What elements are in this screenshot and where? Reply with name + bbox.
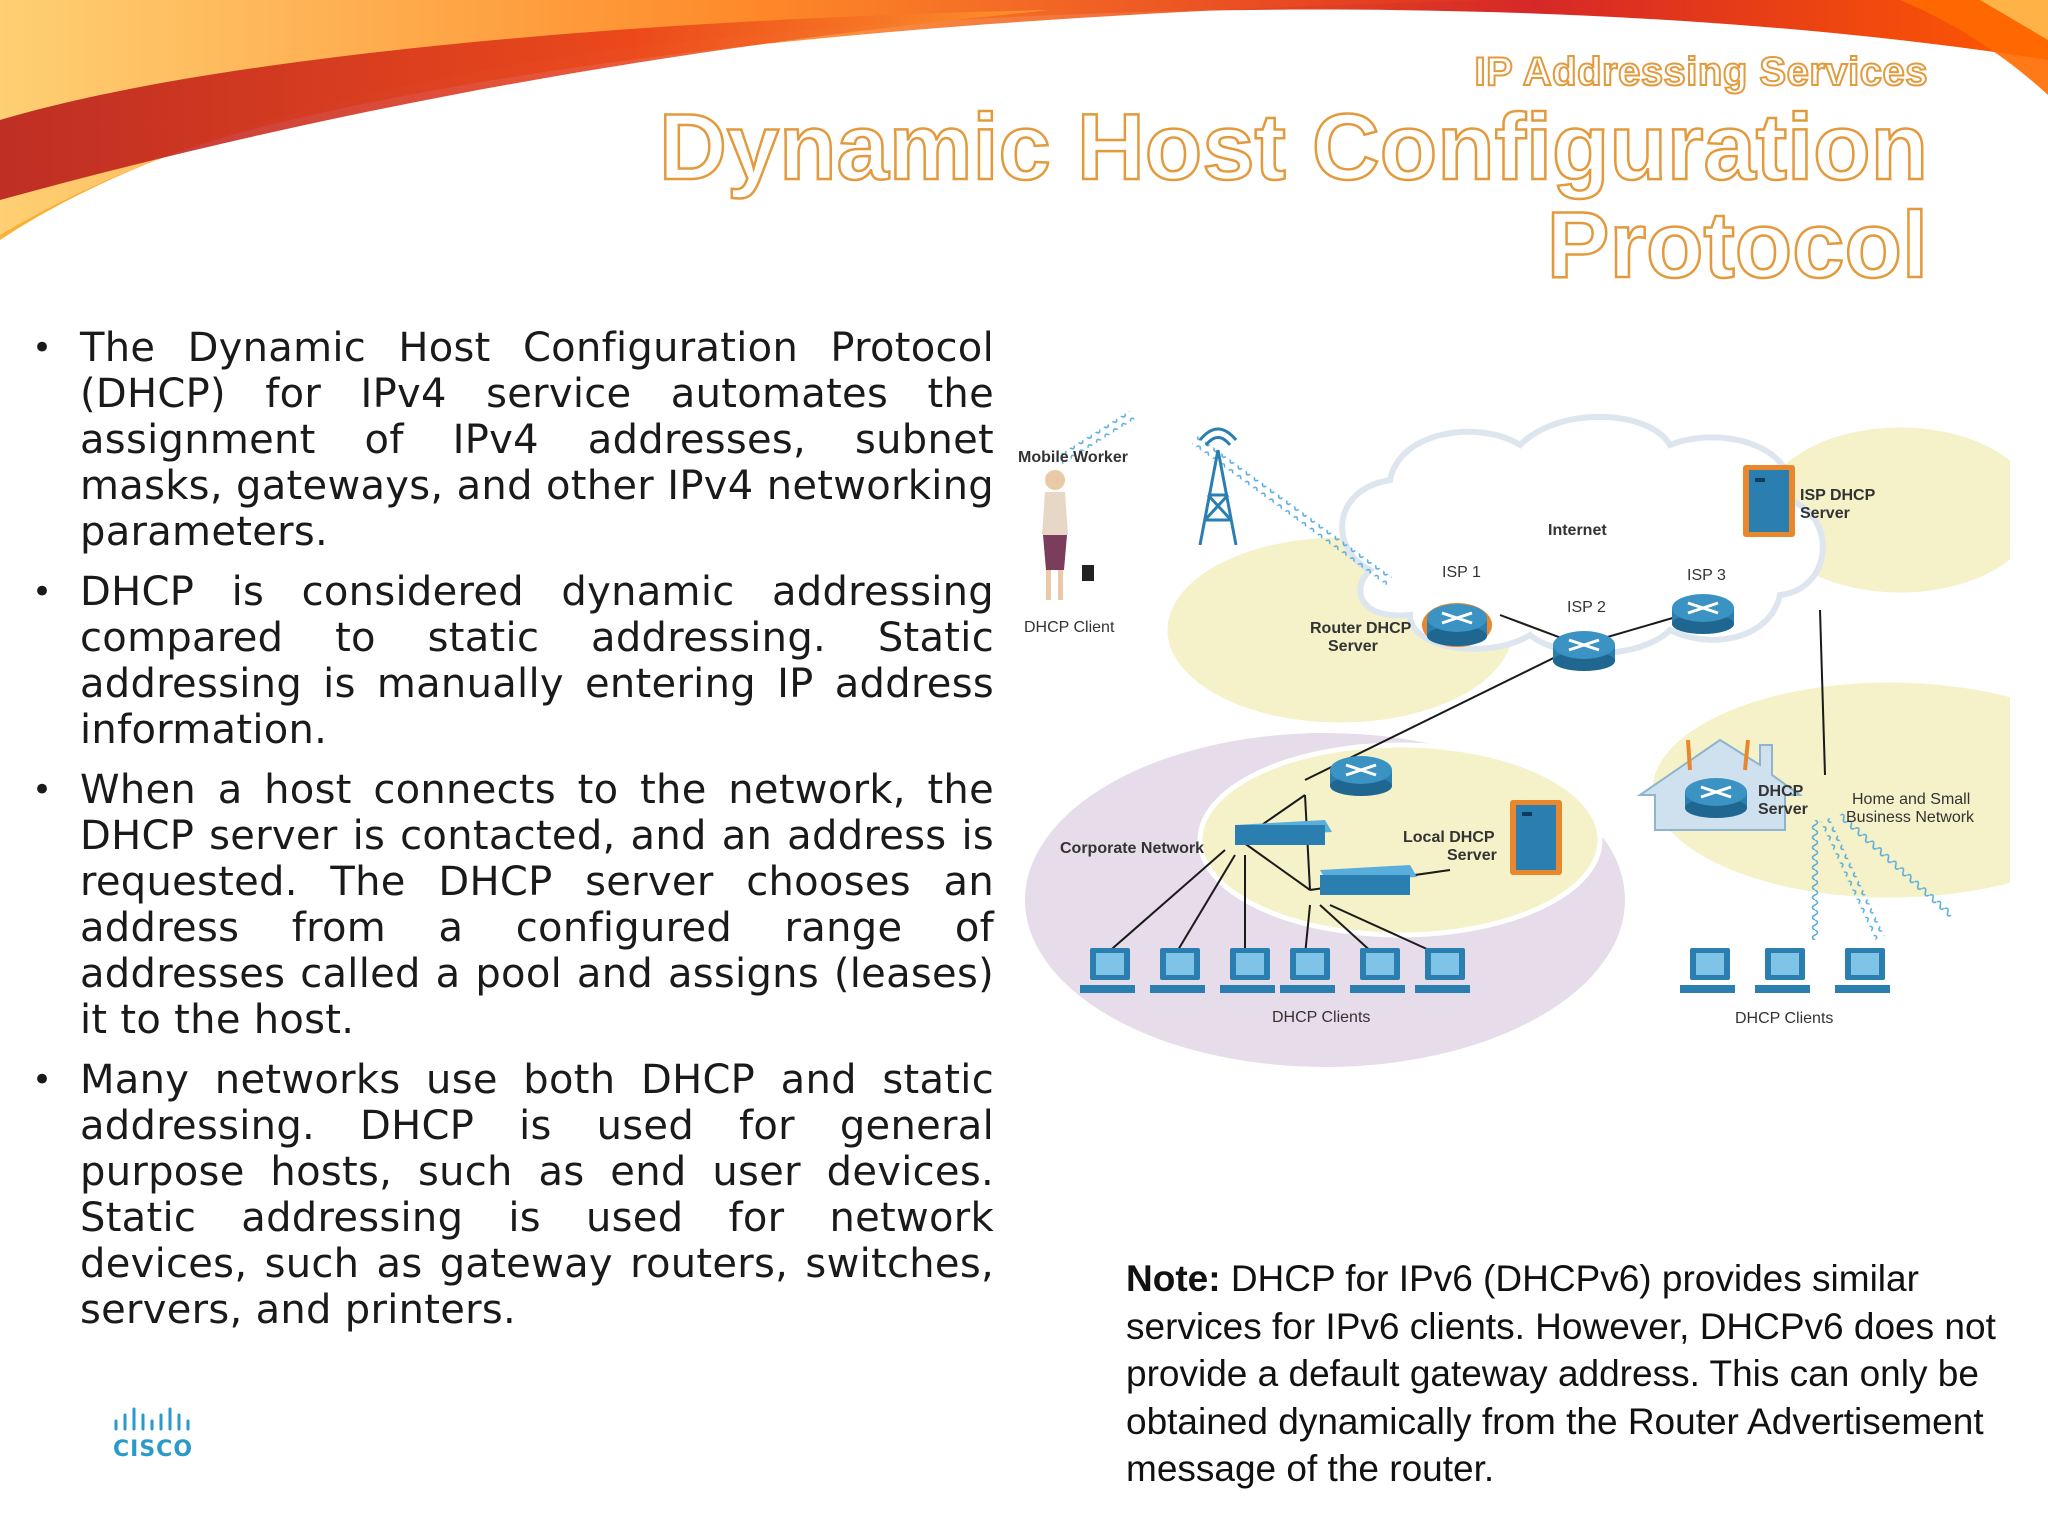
label-isp-dhcp-server-2: Server <box>1800 505 1850 522</box>
corporate-switch-1-icon <box>1235 820 1332 845</box>
bullet-item: •The Dynamic Host Configuration Protocol… <box>32 325 994 555</box>
bullet-list: •The Dynamic Host Configuration Protocol… <box>24 325 994 1347</box>
label-mobile-worker: Mobile Worker <box>1018 449 1128 466</box>
label-home-dhcp-server-1: DHCP <box>1758 783 1804 800</box>
label-isp2: ISP 2 <box>1567 599 1606 616</box>
local-server-zone <box>1197 742 1603 938</box>
label-internet: Internet <box>1548 522 1607 539</box>
label-home-small-business-2: Business Network <box>1846 809 1975 826</box>
cisco-logo-icon <box>114 1407 190 1431</box>
isp2-router-icon <box>1553 631 1615 671</box>
bullet-dot-icon: • <box>32 328 53 368</box>
cell-tower-icon <box>1198 427 1238 546</box>
bullet-dot-icon: • <box>32 1060 53 1100</box>
title-line-1: Dynamic Host Configuration <box>658 94 1930 199</box>
section-subtitle: IP Addressing Services <box>1474 49 1929 95</box>
label-dhcp-client: DHCP Client <box>1024 619 1115 636</box>
corporate-switch-2-icon <box>1320 865 1417 895</box>
label-router-dhcp-server-1: Router DHCP <box>1310 620 1412 637</box>
bullet-item: •When a host connects to the network, th… <box>32 767 994 1043</box>
wireless-signal-home-2 <box>1820 817 1885 940</box>
bullet-dot-icon: • <box>32 572 53 612</box>
note-body: DHCP for IPv6 (DHCPv6) provides similar … <box>1126 1258 1996 1489</box>
cisco-logo-text: CISCO <box>113 1437 194 1462</box>
label-isp-dhcp-server-1: ISP DHCP <box>1800 487 1876 504</box>
label-router-dhcp-server-2: Server <box>1328 638 1378 655</box>
wireless-signal-home-3 <box>1836 811 1955 920</box>
page-title: Dynamic Host Configuration Protocol <box>528 94 1930 297</box>
label-corporate-network: Corporate Network <box>1060 840 1204 857</box>
label-dhcp-clients-home: DHCP Clients <box>1735 1010 1833 1027</box>
isp-dhcp-server-icon <box>1743 465 1795 537</box>
bullet-dot-icon: • <box>32 770 53 810</box>
home-dhcp-router-icon <box>1685 739 1750 818</box>
dhcp-network-diagram: Mobile Worker DHCP Client Internet ISP 1… <box>1018 410 2010 1073</box>
label-home-dhcp-server-2: Server <box>1758 801 1808 818</box>
label-dhcp-clients-corporate: DHCP Clients <box>1272 1009 1370 1026</box>
wireless-signal-home-1 <box>1810 820 1820 940</box>
header-banner <box>0 0 2048 240</box>
corporate-pc-icons <box>1080 948 1470 993</box>
bullet-item: •Many networks use both DHCP and static … <box>32 1057 994 1333</box>
label-home-small-business-1: Home and Small <box>1852 791 1970 808</box>
wireless-signal-isp <box>1192 435 1393 586</box>
label-isp3: ISP 3 <box>1687 567 1726 584</box>
home-pc-icons <box>1680 948 1890 993</box>
note-text-block: Note: DHCP for IPv6 (DHCPv6) provides si… <box>1126 1255 1996 1493</box>
label-local-dhcp-server-1: Local DHCP <box>1403 829 1495 846</box>
title-line-2: Protocol <box>1546 192 1930 297</box>
wireless-signal-mobile <box>1057 410 1135 465</box>
isp3-router-icon <box>1672 594 1734 634</box>
mobile-worker-person-icon <box>1042 470 1094 600</box>
corporate-router-icon <box>1330 756 1392 796</box>
isp1-router-icon <box>1422 603 1492 647</box>
bullet-item: •DHCP is considered dynamic addressing c… <box>32 569 994 753</box>
label-local-dhcp-server-2: Server <box>1447 847 1497 864</box>
label-isp1: ISP 1 <box>1442 564 1481 581</box>
local-dhcp-server-icon <box>1510 800 1562 875</box>
note-label: Note: <box>1126 1258 1221 1299</box>
